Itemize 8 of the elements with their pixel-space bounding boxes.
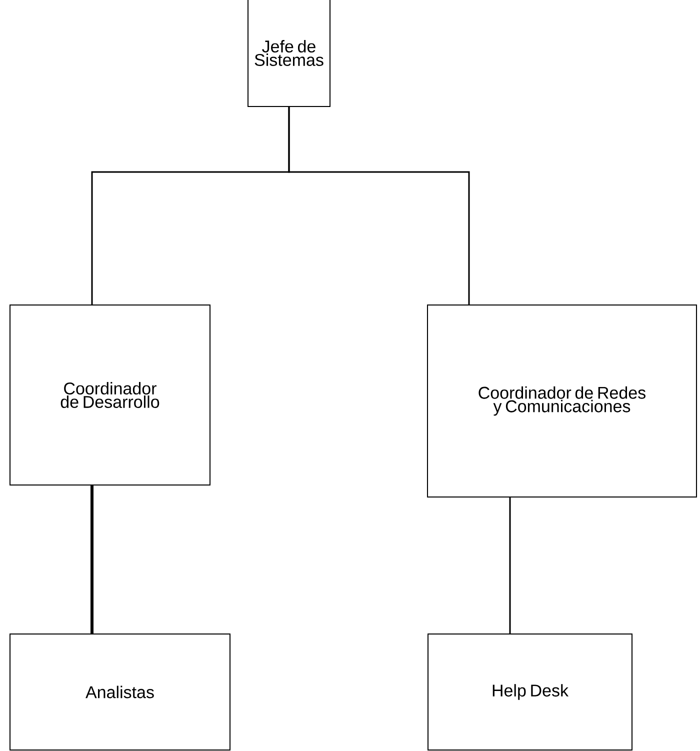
org-box: Jefe de Sistemas [248,0,330,107]
connector-line [509,498,511,634]
connector-line [90,486,94,634]
org-box: Coordinador de Desarrollo [10,304,210,486]
connector-line [288,107,470,304]
org-box: Coordinador de Redes y Comunicaciones [427,304,697,498]
org-box: Analistas [10,634,230,750]
org-box: Help Desk [428,634,632,750]
